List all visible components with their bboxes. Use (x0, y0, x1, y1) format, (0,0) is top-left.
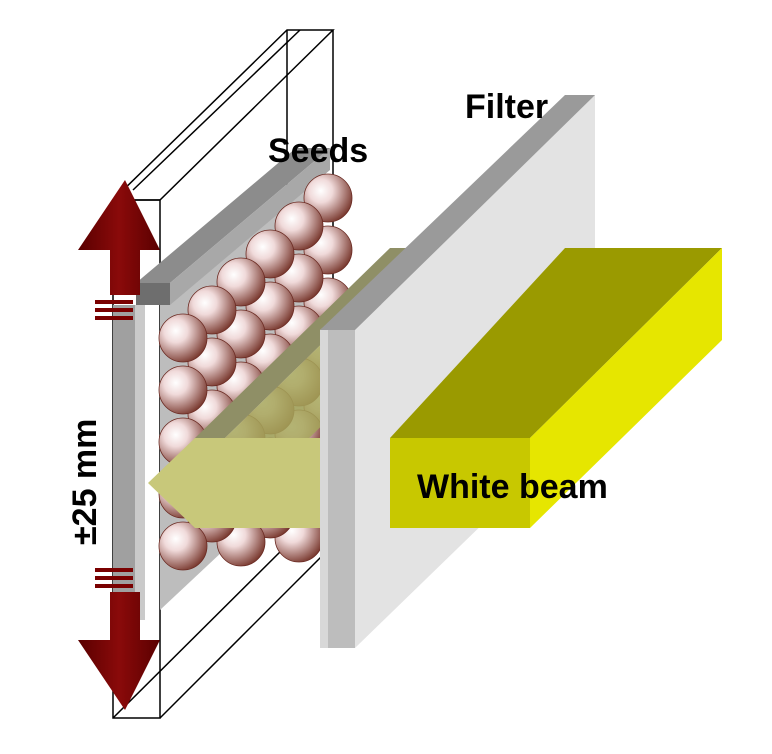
seed-ball (158, 313, 208, 363)
holder-side-bar (113, 305, 145, 620)
holder-top-bar (136, 148, 330, 305)
white-beam (390, 248, 722, 528)
seeds-label: Seeds (268, 132, 368, 170)
arrow-down-icon (78, 568, 160, 710)
seed-ball (158, 365, 208, 415)
white-beam-label: White beam (417, 468, 608, 506)
filter-label: Filter (465, 88, 548, 126)
seed-ball (158, 521, 208, 571)
arrow-up-icon (78, 180, 160, 320)
travel-range-label: ±25 mm (66, 419, 104, 545)
